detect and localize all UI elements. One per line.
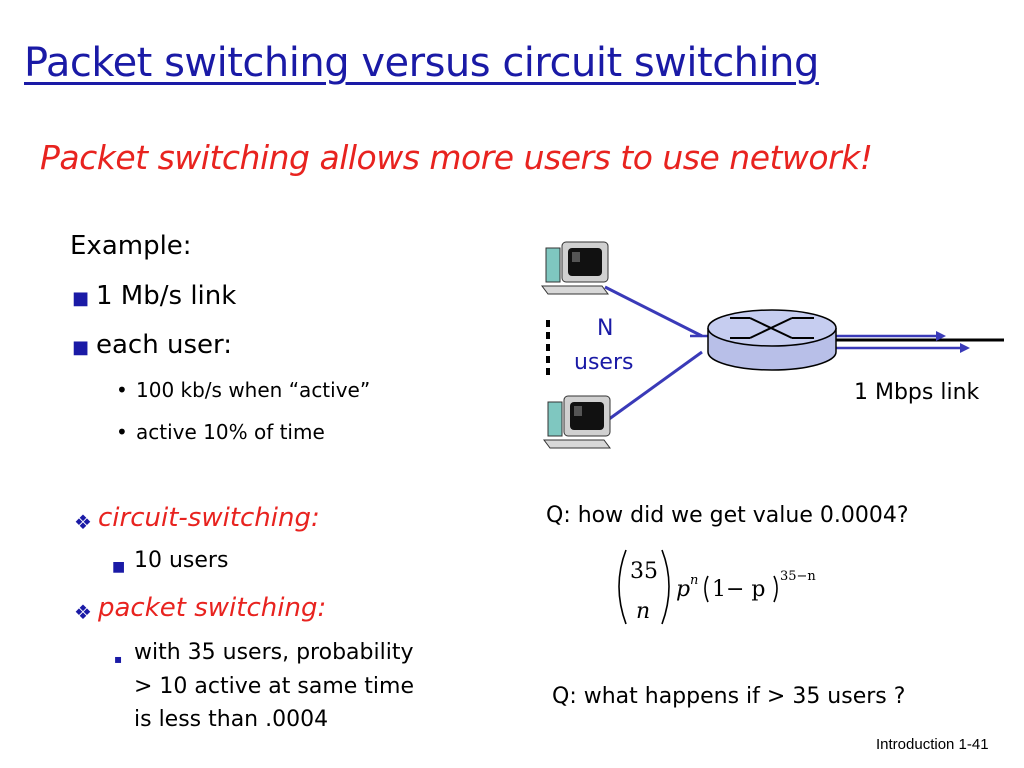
diamond-bullet-icon: ❖ [74, 510, 92, 534]
small-bullet-icon: ▪ [114, 652, 123, 666]
link-label: 1 Mbps link [854, 380, 980, 405]
one-minus-p: 1− p [712, 577, 766, 602]
bullet-square-icon: ■ [72, 337, 90, 358]
question-2: Q: what happens if > 35 users ? [552, 684, 906, 709]
paren-close [773, 575, 778, 603]
link-line-top [604, 285, 703, 338]
slide-footer: Introduction 1-41 [876, 736, 989, 753]
router-icon [707, 309, 837, 371]
users-label: users [574, 350, 634, 375]
outbound-arrow-head [960, 343, 970, 353]
packet-line-1: with 35 users, probability [134, 640, 414, 665]
p-exponent: n [690, 573, 698, 588]
bullet-each-user: each user: [96, 330, 232, 360]
question-1: Q: how did we get value 0.0004? [546, 503, 909, 528]
diamond-bullet-icon: ❖ [74, 600, 92, 624]
bullet-square-icon: ■ [72, 288, 90, 309]
slide-subtitle: Packet switching allows more users to us… [40, 138, 873, 177]
binom-bottom: n [636, 599, 650, 624]
network-diagram [541, 241, 1004, 449]
bullet-link-speed: 1 Mb/s link [96, 281, 237, 311]
paren-open [704, 575, 709, 603]
bullet-square-icon: ■ [112, 559, 126, 575]
right-paren [661, 549, 670, 625]
inbound-arrow-head [936, 331, 946, 341]
packet-line-2: > 10 active at same time [134, 674, 414, 699]
binomial-formula: 35 n p n 1− p 35−n [618, 549, 816, 625]
p-var: p [676, 577, 690, 602]
ellipsis-dots [546, 320, 550, 375]
link-line-bottom [604, 350, 703, 424]
binom-top: 35 [630, 559, 658, 584]
packet-switching-label: packet switching: [98, 593, 327, 623]
computer-icon-top [541, 241, 609, 295]
slide-title: Packet switching versus circuit switchin… [24, 40, 819, 86]
computer-icon-bottom [543, 395, 611, 449]
outer-exponent: 35−n [780, 569, 816, 584]
example-heading: Example: [70, 231, 192, 261]
sub-bullet-dot-icon: • [116, 420, 128, 444]
circuit-switching-label: circuit-switching: [98, 503, 320, 533]
left-paren [618, 549, 627, 625]
sub-bullet-active-time: active 10% of time [136, 420, 325, 444]
sub-bullet-dot-icon: • [116, 378, 128, 402]
packet-line-3: is less than .0004 [134, 707, 329, 732]
sub-bullet-active-rate: 100 kb/s when “active” [136, 378, 371, 402]
n-label: N [597, 316, 614, 341]
circuit-users: 10 users [134, 548, 229, 573]
